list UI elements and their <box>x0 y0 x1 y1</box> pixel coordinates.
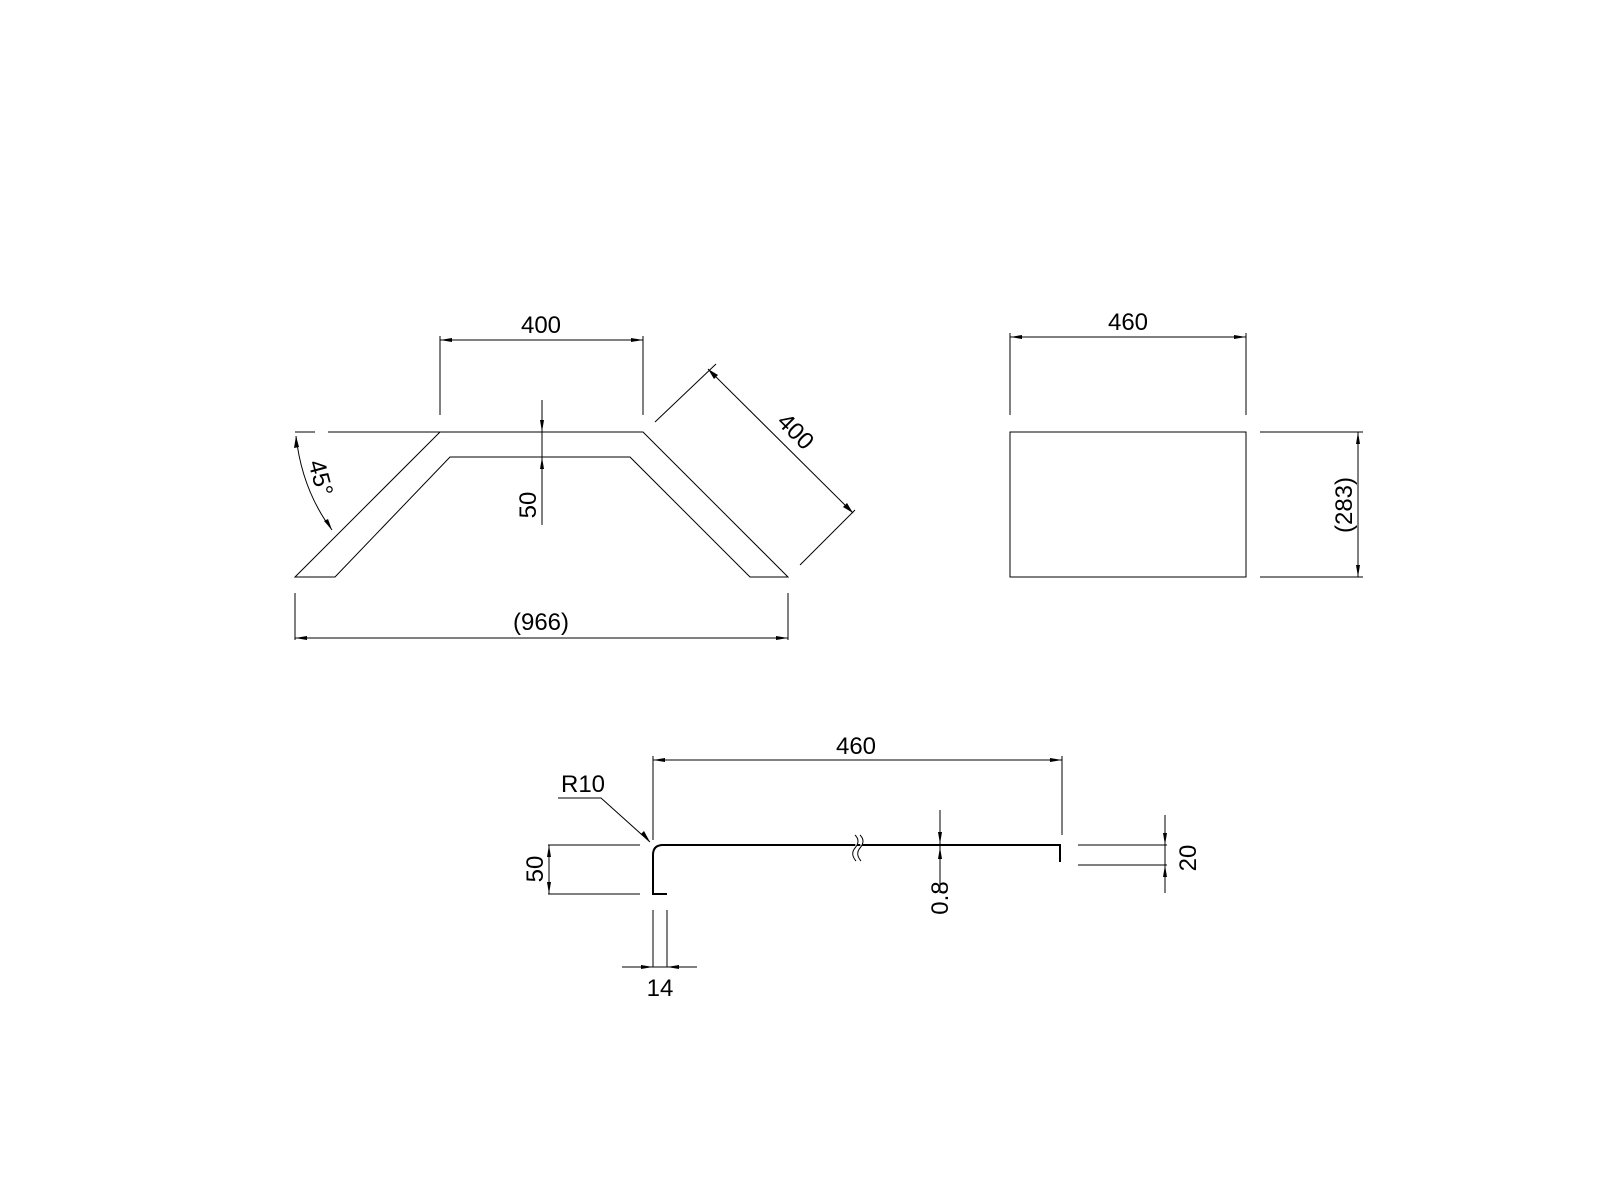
dimension-label: 460 <box>1108 309 1148 336</box>
dimension-section-length: 460 <box>652 733 1063 840</box>
dimension-slant-length: 400 <box>654 363 856 566</box>
dimension-side-height: (283) <box>1260 431 1363 578</box>
dimension-end-lip: 20 <box>1078 815 1202 893</box>
section-profile <box>652 844 1061 895</box>
dimension-side-width: 460 <box>1009 309 1247 415</box>
dimension-flange-width: 14 <box>622 910 697 1002</box>
radius-callout: R10 <box>558 771 651 843</box>
dimension-label: 400 <box>521 312 561 339</box>
dimension-label: 400 <box>772 408 819 455</box>
dimension-sheet-thickness: 0.8 <box>927 810 954 915</box>
dimension-label: 50 <box>522 856 549 883</box>
front-view-outline <box>293 431 790 578</box>
dimension-label: 20 <box>1175 845 1202 872</box>
dimension-top-width: 400 <box>439 312 644 415</box>
dimension-flange-height: 50 <box>522 844 640 895</box>
dimension-label: R10 <box>561 771 605 798</box>
dimension-overall-width: (966) <box>294 593 789 640</box>
break-mark <box>852 834 864 862</box>
dimension-label: 50 <box>515 492 542 519</box>
dimension-label: 45° <box>303 457 338 499</box>
dimension-label: (966) <box>513 609 569 636</box>
dimension-label: 14 <box>647 975 674 1002</box>
dimension-label: 460 <box>836 733 876 760</box>
dimension-thickness: 50 <box>515 400 544 525</box>
dimension-angle: 45° <box>294 435 338 531</box>
front-view: 400 50 45° 400 <box>293 312 856 640</box>
section-view: 460 R10 50 14 0.8 <box>522 733 1202 1002</box>
side-view: 460 (283) <box>1009 309 1363 578</box>
dimension-label: 0.8 <box>927 881 954 914</box>
side-view-outline <box>1009 431 1247 578</box>
dimension-label: (283) <box>1331 477 1358 533</box>
